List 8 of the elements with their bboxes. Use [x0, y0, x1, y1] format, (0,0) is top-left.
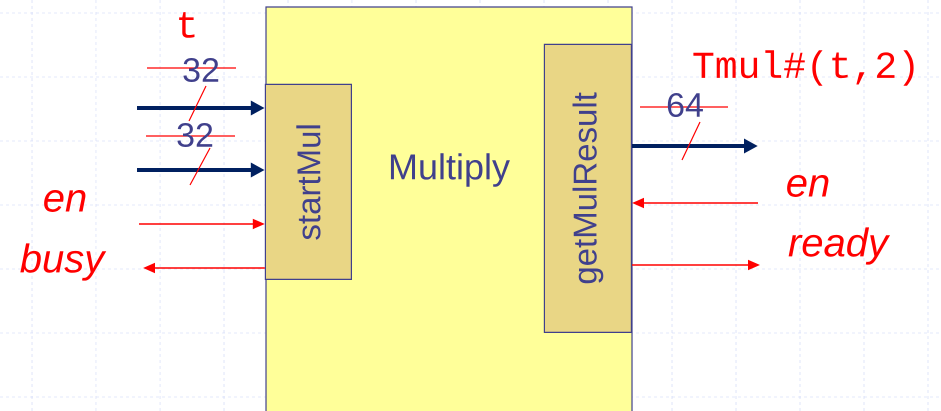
edge-label: ready [788, 227, 890, 265]
signal-label: Tmul#(t,2) [693, 50, 914, 86]
method-box: getMulResult [544, 44, 632, 333]
signal-label: t [179, 12, 194, 38]
edge-label: en [44, 190, 86, 212]
method-box: startMul [264, 84, 352, 280]
edge-label: busy [20, 243, 106, 281]
edge-label: en [787, 175, 828, 197]
